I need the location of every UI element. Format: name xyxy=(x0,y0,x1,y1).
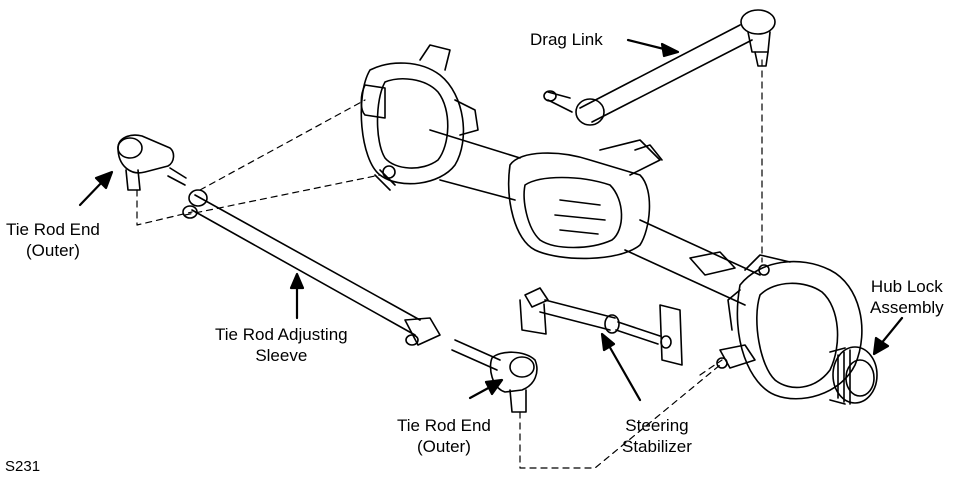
callout-arrows xyxy=(78,38,904,402)
tie-rod xyxy=(117,134,538,413)
hub-lock-assembly xyxy=(829,346,878,405)
figure-id: S231 xyxy=(5,458,41,475)
label-tie-rod-end-left: Tie Rod End (Outer) xyxy=(6,220,100,260)
reference-lines xyxy=(136,59,763,469)
steering-stabilizer xyxy=(519,287,683,366)
label-tie-rod-adjusting-sleeve: Tie Rod Adjusting Sleeve xyxy=(215,325,348,365)
label-hub-lock-assembly: Hub Lock Assembly xyxy=(870,277,944,317)
label-tie-rod-end-right: Tie Rod End (Outer) xyxy=(397,416,491,456)
drag-link xyxy=(543,9,776,126)
label-drag-link: Drag Link xyxy=(530,30,603,49)
right-knuckle-hub xyxy=(716,254,863,400)
label-steering-stabilizer: Steering Stabilizer xyxy=(622,416,692,456)
axle-housing xyxy=(360,44,761,306)
